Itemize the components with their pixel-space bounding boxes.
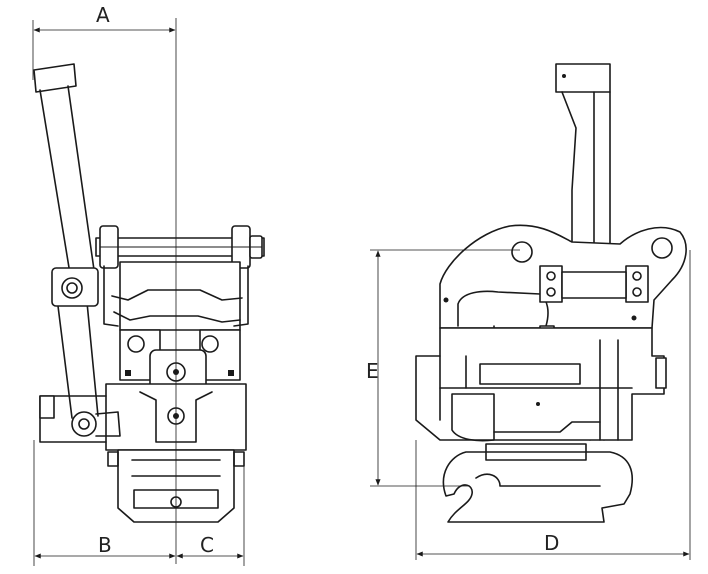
main-body: [39, 383, 247, 451]
tilt-cylinder: [33, 63, 99, 419]
upper-bracket: [103, 261, 249, 331]
label-e: E: [366, 359, 379, 383]
label-a: A: [96, 3, 110, 27]
label-d: D: [544, 531, 559, 555]
label-c: C: [200, 533, 214, 557]
front-view: [33, 18, 265, 564]
dimension-b: B: [33, 440, 176, 566]
dimension-e: E: [366, 249, 520, 487]
dimension-d: D: [415, 250, 691, 560]
top-pin: [95, 225, 265, 269]
dimension-c: C: [176, 452, 245, 566]
side-main-housing: [415, 327, 667, 442]
dimension-a: A: [32, 3, 176, 80]
middle-blocks: [119, 329, 241, 393]
side-view: [415, 63, 687, 523]
side-hook-coupler: [442, 443, 634, 523]
label-b: B: [98, 533, 112, 557]
side-cylinder-clamp: [539, 265, 649, 303]
cylinder-mount: [51, 267, 99, 307]
